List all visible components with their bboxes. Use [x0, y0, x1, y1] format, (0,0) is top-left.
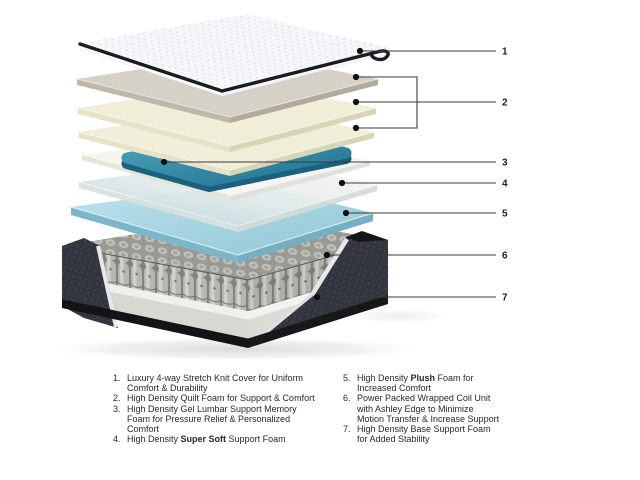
legend-item-number: 5.	[343, 373, 351, 383]
mattress-exploded-diagram: 1 2 3 4 5 6	[37, 14, 508, 362]
callout-2: 2	[352, 73, 508, 132]
callout-dot	[356, 47, 364, 55]
callout-5: 5	[342, 209, 508, 220]
quilt2-edge-highlight	[77, 107, 377, 147]
supersoft-edge-highlight	[78, 181, 378, 227]
legend-item-text: Power Packed Wrapped Coil Unit with Ashl…	[357, 393, 500, 424]
callout-bracket	[356, 76, 496, 129]
plush-side-left	[71, 207, 238, 263]
quilt1-edge-highlight	[76, 78, 379, 118]
quilt1-side-left	[77, 79, 230, 123]
panel-top-piping	[346, 231, 388, 242]
callout-dot	[352, 73, 360, 81]
callout-dot	[323, 251, 331, 259]
quilt3-side-left	[79, 132, 230, 176]
legend-item-2: 2. High Density Quilt Foam for Support & …	[113, 393, 319, 403]
legend-item-7: 7. High Density Base Support Foam for Add…	[343, 424, 503, 444]
callout-dot	[160, 158, 168, 166]
legend-item-number: 4.	[113, 434, 121, 445]
quilt2-side-left	[78, 108, 230, 152]
legend-item-text: Luxury 4-way Stretch Knit Cover for Unif…	[127, 373, 304, 394]
legend-item-text: High Density Plush Foam for Increased Co…	[357, 373, 474, 394]
quilt1-side-right	[230, 79, 378, 123]
callout-7: 7	[313, 293, 508, 304]
callout-dot	[338, 179, 346, 187]
layer-knit-cover	[78, 14, 390, 97]
callouts: 1 2 3 4 5 6	[160, 47, 508, 304]
callout-3: 3	[160, 158, 508, 169]
legend-item-number: 2.	[113, 393, 121, 404]
memory-side-left	[82, 155, 231, 201]
legend-item-3: 3. High Density Gel Lumbar Support Memory…	[113, 404, 319, 435]
callout-dot	[342, 209, 350, 217]
callout-number: 5	[502, 209, 508, 220]
legend-item-4: 4. High Density Super Soft Support Foam	[113, 434, 319, 444]
quilt2-side-right	[230, 108, 376, 152]
callout-number: 3	[502, 158, 508, 169]
callout-4: 4	[338, 179, 508, 190]
plush-edge-highlight	[70, 206, 374, 256]
cover-top	[80, 14, 388, 90]
legend-item-number: 7.	[343, 424, 351, 435]
callout-number: 6	[502, 251, 508, 262]
callout-number: 7	[502, 293, 508, 304]
callout-number: 2	[502, 98, 508, 109]
panel-trim-upper	[310, 237, 349, 297]
legend-item-text: High Density Gel Lumbar Support Memory F…	[127, 403, 297, 435]
supersoft-side-left	[79, 182, 238, 232]
callout-1: 1	[356, 47, 508, 58]
callout-6: 6	[323, 251, 508, 262]
bottom-band-right	[248, 295, 388, 348]
callout-number: 4	[502, 179, 508, 190]
side-fabric-panel	[258, 237, 388, 342]
callout-number: 1	[502, 47, 508, 58]
legend-item-text: High Density Quilt Foam for Support & Co…	[127, 393, 315, 404]
floor-shadow	[37, 336, 433, 362]
quilt3-edge-highlight	[78, 131, 375, 171]
legend-column-right: 5. High Density Plush Foam for Increased …	[343, 373, 503, 444]
supersoft-side-right	[238, 185, 377, 232]
coil-unit-body	[61, 216, 389, 348]
coil-front-left	[62, 246, 248, 312]
memory-side-right	[231, 161, 370, 201]
legend-item-number: 1.	[113, 373, 121, 383]
quilt3-side-right	[230, 132, 374, 176]
legend-item-text: High Density Super Soft Support Foam	[127, 434, 286, 445]
callout-dot	[313, 293, 321, 301]
legend-item-1: 1. Luxury 4-way Stretch Knit Cover for Un…	[113, 373, 319, 393]
legend-column-left: 1. Luxury 4-way Stretch Knit Cover for Un…	[113, 373, 319, 444]
bottom-band-left	[62, 299, 248, 348]
callout-dot	[352, 98, 360, 106]
legend-item-5: 5. High Density Plush Foam for Increased …	[343, 373, 503, 393]
floor-shadow-right	[346, 308, 450, 324]
legend-item-6: 6. Power Packed Wrapped Coil Unit with As…	[343, 393, 503, 424]
legend-item-number: 3.	[113, 403, 121, 414]
legend-item-number: 6.	[343, 393, 351, 404]
callout-dot	[352, 124, 360, 132]
plush-side-right	[238, 213, 373, 263]
legend-item-text: High Density Base Support Foam for Added…	[357, 424, 491, 445]
